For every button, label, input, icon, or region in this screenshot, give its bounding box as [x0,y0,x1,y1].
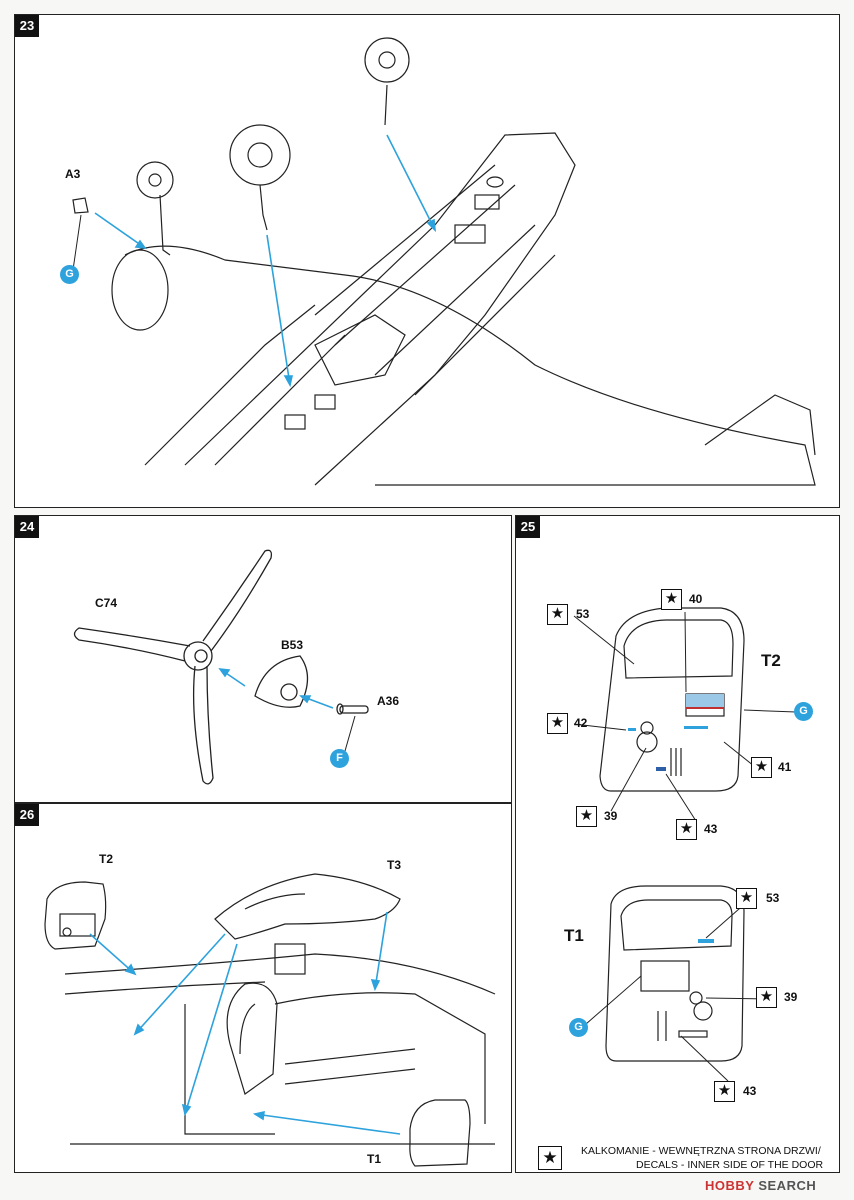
legend-star-icon: ★ [538,1146,562,1170]
door-label-t1: T1 [564,926,584,945]
legend-line-2: DECALS - INNER SIDE OF THE DOOR [636,1159,824,1171]
decal-star-icon: ★ [547,604,568,625]
step-26-panel: 26 [14,803,512,1173]
step-23-panel: 23 [14,14,840,508]
decal-number: 40 [689,592,703,606]
decal-number: 43 [704,822,718,836]
decal-star-icon: ★ [576,806,597,827]
callout-g-bottom: G [569,1018,588,1037]
decal-star-icon: ★ [676,819,697,840]
decal-star-icon: ★ [736,888,757,909]
decal-number: 43 [743,1084,757,1098]
part-label-t3: T3 [387,858,402,872]
decal-star-icon: ★ [547,713,568,734]
part-label-b53: B53 [281,638,304,652]
decal-number: 53 [766,891,780,905]
watermark-suffix: SEARCH [758,1178,817,1193]
decal-number: 42 [574,716,588,730]
decal-number: 39 [604,809,618,823]
callout-f: F [330,749,349,768]
part-label-a36: A36 [377,694,400,708]
watermark-brand: HOBBY [705,1178,755,1193]
part-label-c74: C74 [95,596,118,610]
decal-star-icon: ★ [714,1081,735,1102]
part-label-a3: A3 [65,167,81,181]
step-number: 24 [15,516,39,538]
decal-number: 39 [784,990,798,1004]
part-label-t1: T1 [367,1152,382,1166]
decal-number: 53 [576,607,590,621]
step-number: 25 [516,516,540,538]
step-number: 26 [15,804,39,826]
step-number: 23 [15,15,39,37]
part-label-t2: T2 [99,852,114,866]
propeller-drawing [73,549,369,785]
hobbysearch-watermark: HOBBY SEARCH [705,1178,816,1193]
step-25-panel: 25 [515,515,840,1173]
step-24-panel: 24 C74 B53 A36 F [14,515,512,803]
door-label-t2: T2 [761,651,781,670]
decal-star-icon: ★ [661,589,682,610]
callout-g-top: G [794,702,813,721]
decal-star-icon: ★ [756,987,777,1008]
decal-number: 41 [778,760,792,774]
door-decal-drawing [573,607,797,1082]
aircraft-underside-drawing [72,37,816,486]
callout-g: G [60,265,79,284]
legend-line-1: KALKOMANIE - WEWNĘTRZNA STRONA DRZWI/ [581,1145,821,1157]
decal-star-icon: ★ [751,757,772,778]
cockpit-assembly-drawing [44,873,496,1167]
